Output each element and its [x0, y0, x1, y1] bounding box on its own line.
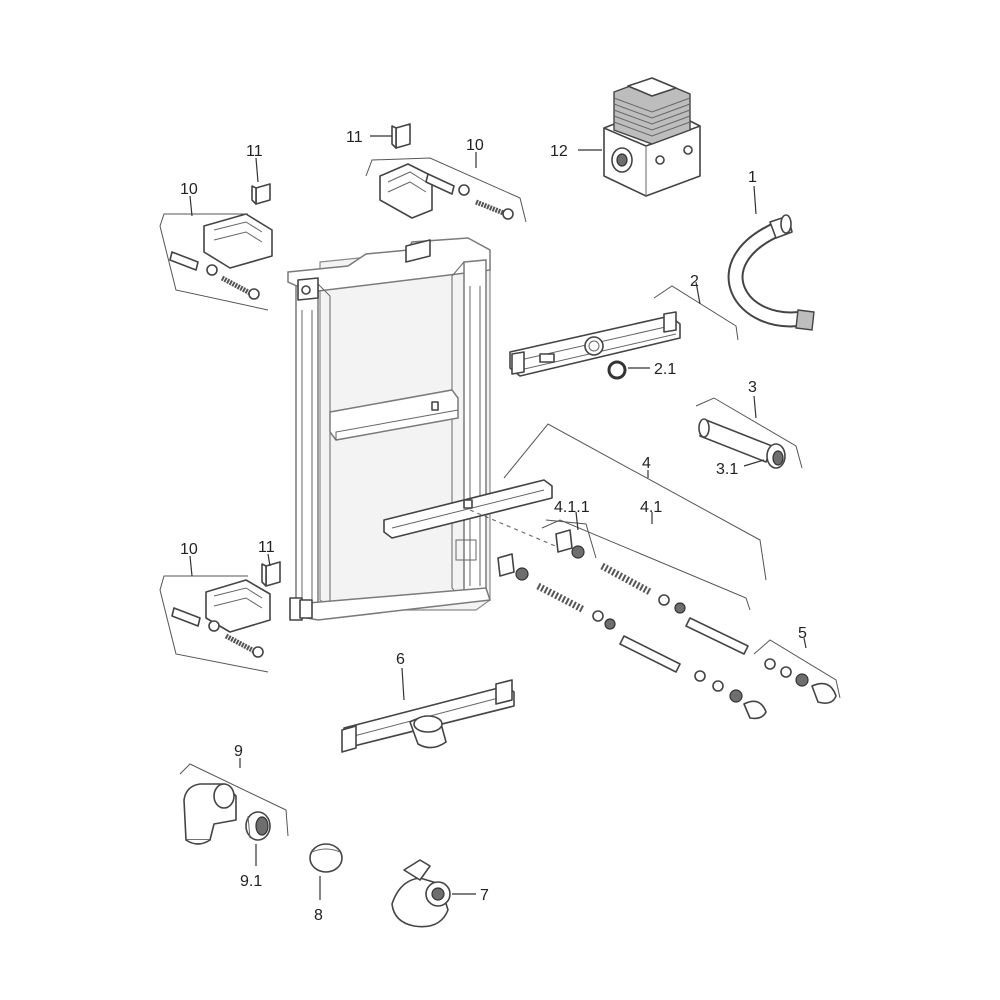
part-10-wall-bracket-top-center: [379, 163, 514, 220]
callout-12: 12: [550, 143, 568, 160]
group-brackets: [159, 157, 841, 837]
callout-6: 6: [396, 651, 405, 668]
part-11-clip-top-left: [251, 183, 271, 205]
callout-9-1: 9.1: [240, 873, 262, 890]
callout-10-bottom-left: 10: [180, 541, 198, 558]
callout-3: 3: [748, 379, 757, 396]
part-11-clip-top-center: [391, 123, 411, 149]
callout-11-bottom-left: 11: [258, 539, 275, 556]
callout-4-1: 4.1: [640, 499, 662, 516]
callout-10-top-left: 10: [180, 181, 198, 198]
part-10-wall-bracket-top-left: [169, 213, 273, 300]
part-4-1-threaded-rods: [497, 529, 767, 720]
part-1-flexible-hose: [727, 214, 815, 331]
callout-labels: 1 2 2.1 3 3.1 4 4.1 4.1.1 5 6 7 8 9 9.1 …: [180, 129, 807, 924]
callout-4-1-1: 4.1.1: [554, 499, 590, 516]
callout-4: 4: [642, 455, 651, 472]
part-4-support-rail: [383, 479, 561, 549]
part-10-wall-bracket-bottom-left: [171, 579, 271, 658]
callout-9: 9: [234, 743, 243, 760]
part-2-cross-rail: [509, 311, 681, 377]
callout-2: 2: [690, 273, 699, 290]
callout-11-top-left: 11: [246, 143, 263, 160]
part-8-cap: [309, 843, 343, 873]
part-7-siphon: [391, 859, 451, 928]
callout-11-top-center: 11: [346, 129, 363, 146]
callout-8: 8: [314, 907, 323, 924]
callout-3-1: 3.1: [716, 461, 738, 478]
leader-lines: [189, 135, 807, 900]
mounting-frame: [287, 237, 492, 621]
part-11-clip-bottom-left: [261, 561, 281, 587]
part-5-nut-set: [764, 658, 837, 704]
part-9-elbow: [183, 783, 237, 845]
callout-5: 5: [798, 625, 807, 642]
part-2-1-seal-ring: [607, 360, 627, 380]
part-6-drain-rail: [341, 679, 515, 753]
part-9-1-adapter: [245, 811, 271, 841]
callout-7: 7: [480, 887, 489, 904]
callout-1: 1: [748, 169, 757, 186]
part-12-junction-box: [603, 77, 701, 197]
callout-2-1: 2.1: [654, 361, 676, 378]
part-3-connection-pipe: [698, 418, 786, 469]
callout-10-top-center: 10: [466, 137, 484, 154]
